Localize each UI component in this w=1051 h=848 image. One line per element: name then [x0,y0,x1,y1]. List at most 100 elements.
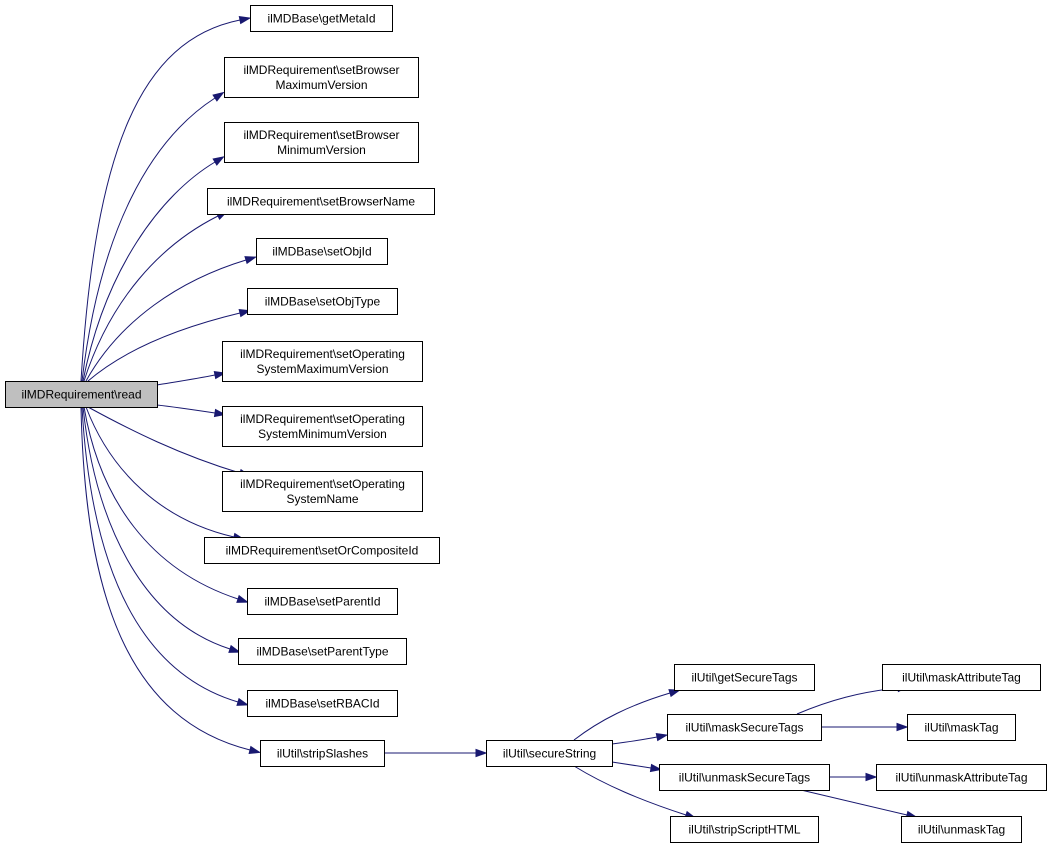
edge-secureString-to-getSecureTags [573,692,671,741]
node-box [222,341,423,382]
node-label: ilMDRequirement\read [21,388,141,402]
node-setParentType[interactable]: ilMDBase\setParentType [238,638,407,665]
arrowhead-setParentType [228,644,241,653]
node-box [260,740,385,767]
node-label: SystemMaximumVersion [256,362,388,376]
node-label: ilMDBase\setRBACId [265,697,379,711]
node-maskAttributeTag[interactable]: ilUtil\maskAttributeTag [882,664,1041,691]
node-label: ilMDRequirement\setOperating [240,477,405,491]
node-getSecureTags[interactable]: ilUtil\getSecureTags [674,664,815,691]
edge-secureString-to-stripScriptHTML [573,765,687,816]
node-setParentId[interactable]: ilMDBase\setParentId [247,588,398,615]
node-label: ilUtil\unmaskSecureTags [679,771,810,785]
node-label: ilMDBase\setObjId [272,245,371,259]
arrowhead-maskSecureTags [655,732,669,742]
node-read[interactable]: ilMDRequirement\read [5,381,158,408]
node-label: ilUtil\stripScriptHTML [688,823,800,837]
arrowhead-secureString [475,748,488,758]
edge-read-to-getMetaId [80,19,241,382]
node-label: SystemMinimumVersion [258,427,387,441]
node-box [667,714,822,741]
node-box [901,816,1022,843]
node-box [674,664,815,691]
edge-read-to-setOSMin [156,404,216,414]
node-label: ilUtil\maskAttributeTag [902,671,1021,685]
node-unmaskSecureTags[interactable]: ilUtil\unmaskSecureTags [659,764,830,791]
edge-read-to-stripSlashes [80,406,251,751]
node-stripScriptHTML[interactable]: ilUtil\stripScriptHTML [670,816,819,843]
edge-read-to-setOSName [87,406,241,474]
node-unmaskTag[interactable]: ilUtil\unmaskTag [901,816,1022,843]
node-label: ilMDBase\getMetaId [267,12,375,26]
node-box [659,764,830,791]
node-label: ilMDRequirement\setBrowser [243,63,399,77]
node-label: ilMDBase\setParentType [256,645,388,659]
node-setOSMax[interactable]: ilMDRequirement\setOperatingSystemMaximu… [222,341,423,382]
node-box [238,638,407,665]
arrowhead-setObjId [244,256,258,265]
node-setObjType[interactable]: ilMDBase\setObjType [247,288,398,315]
edge-unmaskSecureTags-to-unmaskTag [800,789,908,816]
arrowhead-setBrowserMax [212,91,225,102]
edge-read-to-setBrowserMax [81,97,216,382]
node-unmaskAttributeTag[interactable]: ilUtil\unmaskAttributeTag [876,764,1047,791]
node-label: MaximumVersion [275,78,367,92]
arrowhead-setRBACId [236,697,250,706]
node-label: ilUtil\maskTag [924,721,998,735]
edges-layer [80,15,919,819]
node-box [876,764,1047,791]
edge-read-to-setParentType [82,406,231,650]
arrowhead-stripSlashes [248,745,262,754]
node-label: ilMDRequirement\setOperating [240,347,405,361]
arrowhead-getMetaId [238,15,252,25]
edge-read-to-setRBACId [81,406,239,703]
node-box [486,740,613,767]
node-box [222,471,423,512]
node-setObjId[interactable]: ilMDBase\setObjId [256,238,388,265]
node-box [247,690,398,717]
node-box [256,238,388,265]
edge-secureString-to-unmaskSecureTags [611,761,652,769]
node-label: ilMDRequirement\setBrowser [243,128,399,142]
node-box [224,57,419,98]
node-label: ilMDRequirement\setOrCompositeId [226,544,419,558]
node-label: MinimumVersion [277,143,366,157]
node-label: ilMDBase\setParentId [264,595,380,609]
node-setOrCompositeId[interactable]: ilMDRequirement\setOrCompositeId [204,537,440,564]
node-maskTag[interactable]: ilUtil\maskTag [907,714,1016,741]
arrowhead-unmaskSecureTags [649,763,663,773]
node-label: ilUtil\unmaskAttributeTag [895,771,1027,785]
arrowhead-unmaskAttributeTag [865,772,878,782]
edge-read-to-setOrCompositeId [85,406,235,538]
node-box [250,5,393,32]
node-setOSMin[interactable]: ilMDRequirement\setOperatingSystemMinimu… [222,406,423,447]
node-box [247,588,398,615]
edge-read-to-setBrowserMin [82,161,216,382]
node-box [207,188,435,215]
node-maskSecureTags[interactable]: ilUtil\maskSecureTags [667,714,822,741]
edge-read-to-setParentId [83,406,239,600]
edge-read-to-setOSMax [156,374,216,386]
node-setRBACId[interactable]: ilMDBase\setRBACId [247,690,398,717]
arrowhead-maskTag [896,722,909,732]
node-label: SystemName [286,492,358,506]
node-box [222,406,423,447]
node-box [670,816,819,843]
node-box [882,664,1041,691]
node-box [5,381,158,408]
edge-secureString-to-maskSecureTags [611,736,658,745]
node-label: ilMDBase\setObjType [265,295,381,309]
node-box [224,122,419,163]
arrowhead-setBrowserMin [212,156,225,166]
node-getMetaId[interactable]: ilMDBase\getMetaId [250,5,393,32]
node-stripSlashes[interactable]: ilUtil\stripSlashes [260,740,385,767]
node-setBrowserName[interactable]: ilMDRequirement\setBrowserName [207,188,435,215]
edge-read-to-setBrowserName [83,215,219,382]
node-secureString[interactable]: ilUtil\secureString [486,740,613,767]
edge-maskSecureTags-to-maskAttributeTag [796,687,899,715]
edge-read-to-setObjType [87,312,241,382]
